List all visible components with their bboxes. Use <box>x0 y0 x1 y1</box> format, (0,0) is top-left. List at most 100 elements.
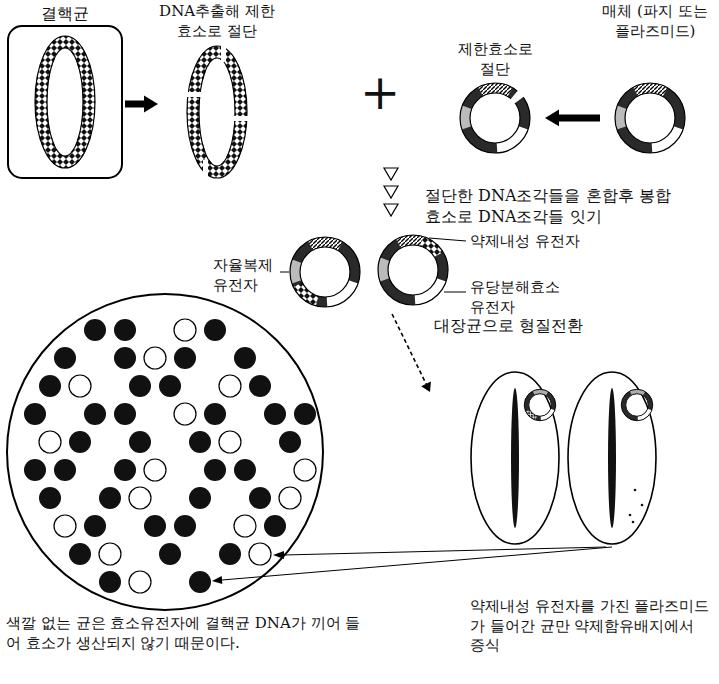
colony <box>39 431 61 453</box>
colony <box>294 403 316 425</box>
colony <box>189 487 211 509</box>
cut-gap <box>232 116 252 121</box>
colony <box>84 319 106 341</box>
colony <box>294 459 316 481</box>
leader-line <box>444 292 466 293</box>
dna-outline <box>47 48 83 156</box>
petri-dish <box>7 294 323 610</box>
cut-dna-node: DNA추출해 제한효소로 절단 <box>158 2 276 180</box>
cell-plasmid <box>524 389 556 421</box>
resistance-gene <box>620 88 680 148</box>
plasmid-outline <box>626 394 649 417</box>
leader-line <box>280 272 289 273</box>
colony <box>114 403 136 425</box>
colony <box>159 375 181 397</box>
flow-arrow <box>392 314 426 385</box>
bacterium-node: 결핵균 <box>5 2 125 180</box>
ecoli-node: 대장균으로 형질전환 <box>430 316 670 551</box>
plasmid-outline <box>524 389 556 421</box>
plasmid-outline <box>625 93 675 143</box>
colony <box>204 459 226 481</box>
colony <box>69 543 91 565</box>
colony <box>279 431 301 453</box>
colony <box>69 431 91 453</box>
dna-outline <box>187 46 247 178</box>
note-text: 약제내성 유전자를 가진 플라즈미드가 들어간 균만 약제함유배지에서 증식 <box>470 597 710 656</box>
dna-outline <box>35 36 95 168</box>
plasmid-ring <box>383 240 443 300</box>
plasmid-ring <box>295 242 355 302</box>
plasmid-outline <box>621 389 653 421</box>
colony <box>114 347 136 369</box>
replication-gene <box>295 242 355 302</box>
resistance-gene <box>295 242 355 302</box>
lactase-gene <box>620 88 680 148</box>
colony <box>54 347 76 369</box>
recombinant-plasmid <box>290 237 360 307</box>
colony <box>159 543 181 565</box>
plasmid <box>615 83 685 153</box>
inserted-dna <box>295 242 355 302</box>
colony <box>54 459 76 481</box>
plasmid-ring <box>527 392 554 419</box>
plus-sign: + <box>360 66 400 119</box>
colony <box>144 515 166 537</box>
colony <box>249 543 271 565</box>
node-text: 결핵균 <box>5 4 125 25</box>
flow-arrow <box>125 100 145 107</box>
pointer-head <box>273 551 284 559</box>
resistance-gene <box>527 392 554 419</box>
node-text: DNA추출해 제한효소로 절단 <box>158 2 276 41</box>
cut-gap <box>465 88 525 148</box>
colony <box>219 431 241 453</box>
colony <box>39 487 61 509</box>
cell-dot <box>632 521 635 524</box>
plasmid-outline <box>290 237 360 307</box>
colony <box>114 319 136 341</box>
colony <box>174 515 196 537</box>
arrow-head <box>421 381 431 391</box>
node-text: 매체 (파지 또는 플라즈미드) <box>600 2 710 41</box>
lactase-gene <box>465 88 525 148</box>
pointer-line <box>222 547 612 580</box>
colony <box>279 487 301 509</box>
plasmid-outline <box>300 247 350 297</box>
vector-node: 매체 (파지 또는 플라즈미드) <box>600 2 710 152</box>
colony <box>129 487 151 509</box>
cut-vector-node: 제한효소로 절단 <box>445 40 545 155</box>
callout-label: 유당분해효소 유전자 <box>470 278 574 317</box>
colony <box>129 571 151 593</box>
colony <box>24 403 46 425</box>
leader-line <box>429 238 466 241</box>
colony <box>189 571 211 593</box>
arrow-head <box>545 110 559 127</box>
cut-gap <box>221 44 226 62</box>
plasmid-ring <box>620 88 680 148</box>
inserted-dna <box>527 392 554 419</box>
colony <box>174 319 196 341</box>
colony <box>129 431 151 453</box>
colony <box>144 459 166 481</box>
resistance-gene <box>465 88 525 148</box>
colony <box>234 515 256 537</box>
colony <box>99 543 121 565</box>
lactase-gene <box>383 240 443 300</box>
arrow-head <box>144 96 158 113</box>
colony <box>264 515 286 537</box>
lactase-gene <box>624 392 651 419</box>
cut-gap <box>182 92 202 97</box>
callout-label: 자율복제 유전자 <box>213 256 279 295</box>
node-text: 절단한 DNA조각들을 혼합후 봉합효소로 DNA조각들 잇기 <box>425 186 673 228</box>
colony <box>234 459 256 481</box>
colony <box>99 571 121 593</box>
inserted-dna <box>383 240 443 300</box>
flow-triangle <box>384 168 398 180</box>
plasmid-outline <box>460 83 530 153</box>
colony <box>204 403 226 425</box>
lactase-gene <box>527 392 554 419</box>
colony <box>234 347 256 369</box>
colony <box>84 515 106 537</box>
